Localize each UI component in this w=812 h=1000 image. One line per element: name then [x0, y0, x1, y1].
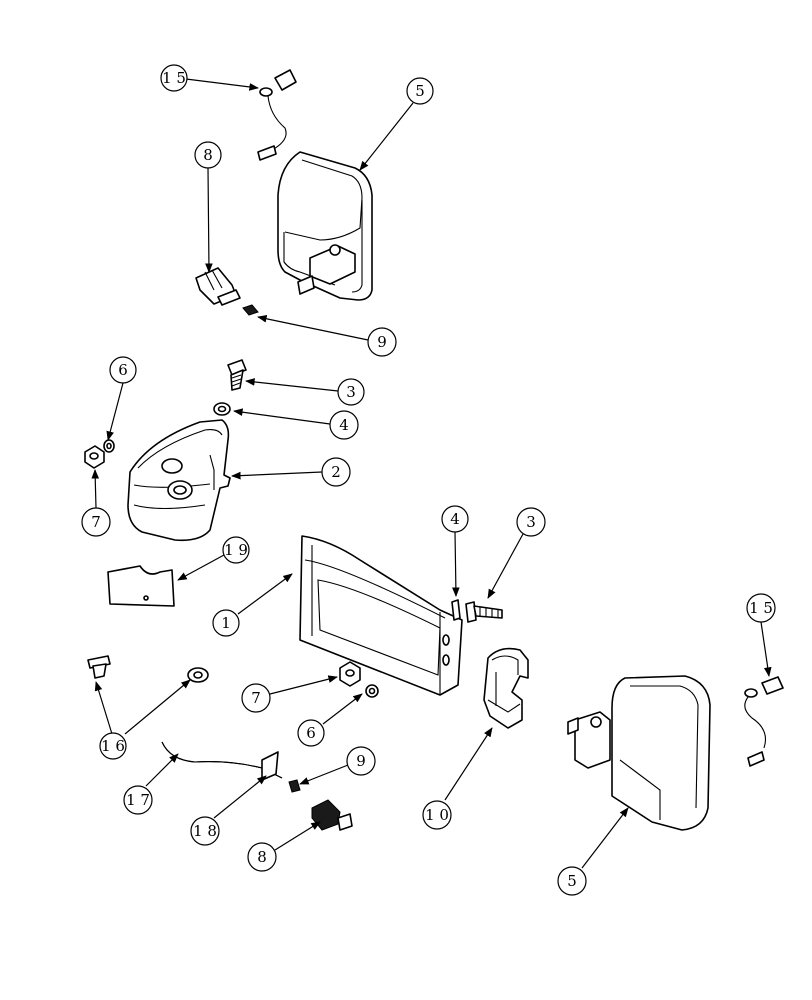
svg-text:8: 8 [257, 848, 267, 866]
svg-text:4: 4 [339, 416, 349, 434]
connector-upper [195, 267, 241, 306]
svg-text:1 9: 1 9 [224, 541, 248, 559]
svg-text:1 5: 1 5 [162, 69, 186, 87]
callout-1: 1 [212, 609, 240, 637]
svg-text:1 5: 1 5 [749, 599, 773, 617]
callout-5-lower: 5 [557, 866, 587, 896]
clamp [483, 647, 529, 729]
mirror-head-lower [567, 675, 711, 831]
callout-3-lower: 3 [516, 507, 546, 537]
callout-4-upper: 4 [329, 410, 359, 440]
callout-8-upper: 8 [194, 141, 222, 169]
svg-text:5: 5 [567, 872, 577, 890]
svg-text:2: 2 [331, 463, 341, 481]
electrical-lead-lower [744, 676, 784, 767]
svg-text:1 6: 1 6 [101, 737, 125, 755]
leader-lines [91, 78, 772, 869]
callout-7-lower: 7 [241, 683, 271, 713]
washer-upper [213, 402, 231, 416]
nut-lower [339, 661, 361, 687]
bracket [127, 419, 231, 542]
callout-18: 1 8 [190, 816, 220, 846]
svg-text:6: 6 [118, 361, 128, 379]
svg-text:3: 3 [526, 513, 536, 531]
callout-6-upper: 6 [109, 356, 137, 384]
svg-text:6: 6 [306, 724, 316, 742]
svg-text:9: 9 [356, 752, 366, 770]
washer-upper-small [103, 439, 115, 453]
svg-text:1: 1 [221, 614, 231, 632]
callout-16: 1 6 [99, 732, 127, 760]
callout-5-upper: 5 [406, 77, 434, 105]
svg-text:1 8: 1 8 [193, 822, 217, 840]
callout-17: 1 7 [123, 785, 153, 815]
mirror-head-upper [277, 151, 373, 301]
callout-2: 2 [321, 457, 351, 487]
roll-pin [451, 599, 461, 621]
svg-text:4: 4 [450, 510, 460, 528]
callout-8-lower: 8 [247, 842, 277, 872]
callout-6-lower: 6 [297, 719, 325, 747]
callout-3-upper: 3 [337, 378, 365, 406]
harness-clip [261, 751, 279, 781]
callout-9-upper: 9 [367, 327, 397, 357]
svg-text:9: 9 [377, 333, 387, 351]
svg-text:8: 8 [203, 146, 213, 164]
svg-text:1 7: 1 7 [126, 791, 150, 809]
callout-4-lower: 4 [441, 505, 469, 533]
callout-15-lower: 1 5 [746, 593, 776, 623]
nut-upper [84, 445, 105, 469]
connector-lower [311, 799, 353, 831]
mounting-arm [299, 535, 463, 696]
svg-text:7: 7 [91, 513, 101, 531]
callout-19: 1 9 [222, 536, 250, 564]
plug-left [87, 655, 111, 679]
terminal-lower [288, 779, 301, 793]
callout-9-lower: 9 [346, 746, 376, 776]
callout-7-upper: 7 [81, 507, 111, 537]
wire-harness [161, 741, 283, 779]
plug-right [187, 667, 209, 683]
electrical-lead-upper [257, 69, 297, 161]
washer-lower [365, 684, 379, 698]
bolt-lower [465, 601, 503, 623]
svg-text:1 0: 1 0 [425, 806, 449, 824]
terminal-upper [242, 304, 259, 316]
callout-10: 1 0 [422, 800, 452, 830]
callout-15-upper: 1 5 [160, 64, 188, 92]
bolt-upper [227, 359, 247, 391]
svg-text:7: 7 [251, 689, 261, 707]
svg-text:3: 3 [346, 383, 356, 401]
gasket [107, 565, 175, 607]
svg-text:5: 5 [415, 82, 425, 100]
